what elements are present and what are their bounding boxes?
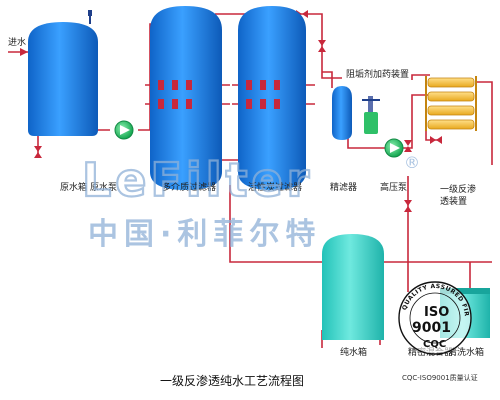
drain-valve-raw: [34, 146, 42, 158]
dosing-pipe: [322, 71, 333, 88]
seal-number: 9001: [412, 320, 451, 336]
valve-ro-out: [430, 136, 442, 144]
raw-water-pump: [114, 120, 134, 140]
carbon-to-precision-pipe: [300, 13, 342, 79]
watermark-brand: LeFilter: [82, 153, 313, 207]
precision-filter: [332, 86, 352, 140]
label-raw-pump: 原水泵: [90, 181, 117, 193]
label-inlet: 进水: [8, 36, 26, 48]
label-ro-line1: 一级反渗: [440, 183, 476, 195]
ro-membrane-unit: [425, 76, 477, 131]
label-dosing: 阻垢剂加药装置: [346, 68, 409, 80]
label-raw-tank: 原水箱: [60, 181, 87, 193]
label-hp-pump: 高压泵: [380, 181, 407, 193]
label-pure-tank: 纯水箱: [340, 346, 367, 358]
precision-to-pump-pipe: [347, 135, 385, 149]
label-ro-line2: 透装置: [440, 195, 467, 207]
seal-mark: CQC: [423, 339, 446, 350]
high-pressure-pump: [384, 138, 404, 158]
label-carbon-filter: 活性炭过滤器: [248, 181, 302, 193]
diagram-caption: 一级反渗透纯水工艺流程图: [160, 373, 304, 388]
label-precision-filter: 精滤器: [330, 181, 357, 193]
ro-feed-upper: [411, 74, 430, 80]
label-multimedia-filter: 多介质过滤器: [162, 181, 216, 193]
raw-water-tank: [28, 10, 98, 136]
watermark-chinese: 中国·利菲尔特: [88, 217, 321, 252]
pure-water-line: [229, 185, 322, 263]
valve-ro-permeate: [404, 140, 412, 152]
valve-pure-line: [404, 200, 412, 212]
activated-carbon-filter: [238, 6, 306, 190]
valve-precision-in: [318, 40, 326, 52]
brand-watermark: LeFilter ® 中国·利菲尔特: [81, 152, 420, 252]
pure-water-tank: [322, 234, 384, 340]
antiscalant-dosing-device: [362, 96, 380, 134]
ro-concentrate-pipe: [476, 81, 493, 165]
watermark-registered: ®: [404, 153, 420, 172]
multimedia-filter: [150, 6, 222, 190]
seal-footer: CQC-ISO9001质量认证: [402, 373, 478, 382]
seal-iso: ISO: [424, 305, 449, 320]
label-cleaning-tank: 清洗水箱: [448, 346, 484, 358]
